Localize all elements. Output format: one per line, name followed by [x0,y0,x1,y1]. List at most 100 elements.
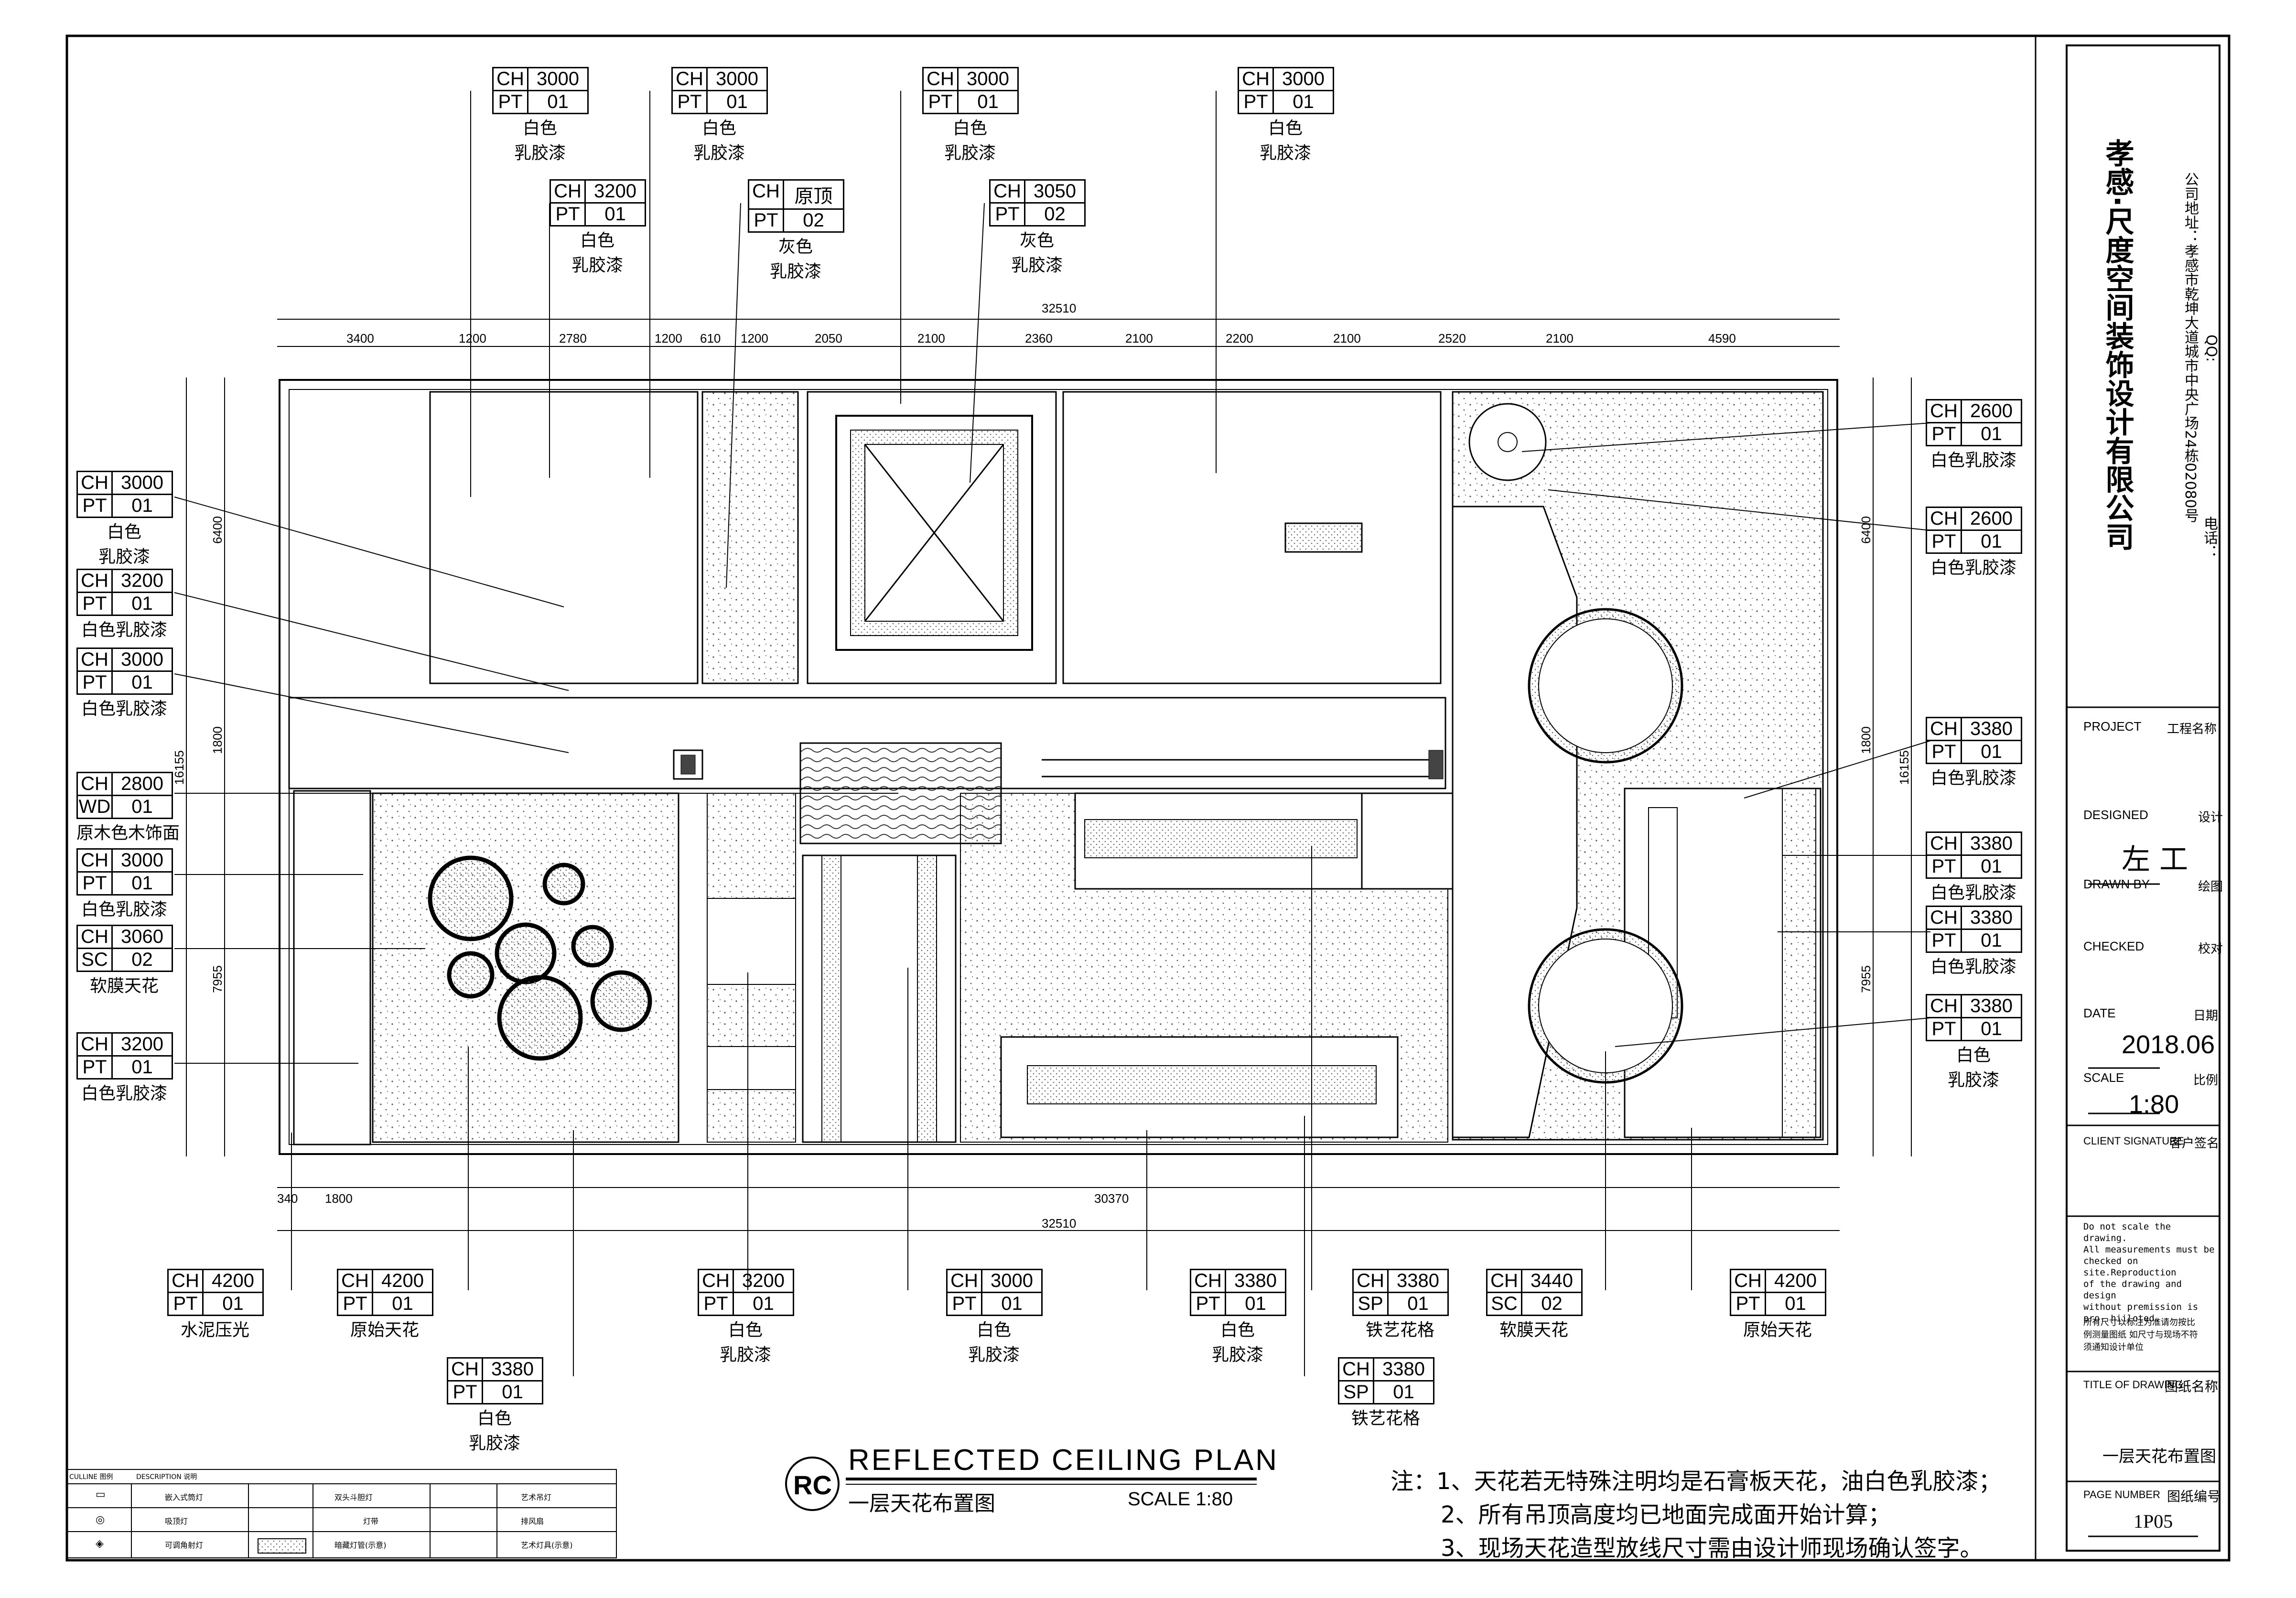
dim-top-8: 2360 [1025,331,1053,346]
dim-top-13: 2100 [1546,331,1574,346]
tag-label-2: 乳胶漆 [1259,143,1311,163]
tag-value-2: 01 [1981,856,2002,877]
dim-top-6: 2050 [815,331,842,346]
dim-left-total: 16155 [172,750,186,785]
designed-cn-label: 设计 [2198,810,2223,825]
tag-code-1: CH [78,773,113,795]
drawing-symbol: RC [793,1470,832,1500]
tag-label-1: 白色 [477,1409,512,1428]
tag-value-2: 01 [392,1293,413,1314]
tag-value-2: 01 [1293,91,1314,112]
tag-value-2: 01 [1981,423,2002,444]
tag-value-2: 01 [1001,1293,1023,1314]
tag-code-2: PT [1927,856,1962,877]
tag-label-2: 乳胶漆 [719,1345,771,1365]
tag-value-1: 3000 [967,68,1009,89]
tag-code-1: CH [551,181,586,202]
company-address: 公司地址：孝感市乾坤大道城市中央广场24栋02080号 [2182,172,2199,523]
dim-top-7: 2100 [917,331,945,346]
tag-value-1: 4200 [1774,1270,1817,1291]
tag-code-2: WD [78,796,113,818]
note-1: 注：1、天花若无特殊注明均是石膏板天花，油白色乳胶漆； [1391,1468,2002,1495]
tag-value-1: 3200 [594,181,636,202]
disclaimer-en: Do not scale the drawing.All measurement… [2083,1221,2215,1324]
tag-value-1: 3000 [991,1270,1033,1291]
tag-value-1: 3000 [121,850,163,871]
date-cn-label: 日期 [2193,1009,2219,1023]
tag-code-2: PT [699,1293,734,1315]
tag-code-1: CH [1339,1359,1374,1380]
tag-code-1: CH [1927,907,1962,929]
tag-code-1: CH [338,1270,373,1292]
tag-value-2: 01 [1981,741,2002,762]
tag-label-1: 水泥压光 [180,1320,249,1340]
page-number-value: 1P05 [2134,1511,2173,1532]
tag-code-2: PT [673,91,708,113]
tag-value-2: 01 [1981,930,2002,951]
legend-symbol-spotlight: ◈ [96,1538,104,1550]
tag-code-2: PT [1191,1293,1226,1315]
tag-value-1: 3000 [1282,68,1325,89]
tag-value-1: 3380 [491,1359,534,1380]
tag-code-2: PT [448,1382,483,1403]
legend-header-desc: DESCRIPTION 说明 [136,1473,197,1481]
tag-value-1: 3200 [742,1270,785,1291]
designer-name: 左 工 [2122,843,2188,876]
tag-label-1: 白色 [1220,1320,1255,1340]
tag-code-2: PT [78,495,113,517]
note-2: 2、所有吊顶高度均已地面完成面开始计算； [1441,1501,1891,1528]
tag-value-2: 01 [1393,1382,1414,1403]
tag-value-1: 3000 [121,472,163,493]
scale-cn-label: 比例 [2193,1073,2219,1088]
tag-label-1: 原始天花 [350,1320,419,1340]
tag-value-2: 02 [1044,204,1066,225]
legend-item-6: 排风扇 [521,1517,544,1526]
tag-code-1: CH [78,570,113,592]
tag-label-1: 白色乳胶漆 [1930,883,2016,903]
tag-label-1: 白色乳胶漆 [1930,768,2016,788]
tag-code-2: PT [1731,1293,1766,1315]
tag-code-2: PT [1927,531,1962,552]
tag-value-1: 原顶 [794,186,833,207]
dim-top-14: 4590 [1708,331,1736,346]
page-number-label: PAGE NUMBER [2083,1489,2160,1501]
dim-left-1: 1800 [210,726,225,754]
project-label: PROJECT [2083,719,2142,734]
tag-code-1: CH [494,68,528,90]
tag-value-2: 01 [1981,531,2002,552]
dim-top-2: 2780 [559,331,587,346]
legend-symbol-ceiling-lamp: ◎ [96,1514,105,1526]
legend-table [66,1469,617,1558]
tag-value-2: 01 [502,1382,523,1403]
tag-code-2: PT [1239,91,1274,113]
dim-right-0: 6400 [1859,516,1873,544]
drawing-title-cn-label: 图纸名称 [2165,1379,2219,1394]
tag-value-2: 01 [1981,1018,2002,1039]
scale-label: SCALE [2083,1070,2124,1085]
legend-item-2: 双头斗胆灯 [334,1493,373,1502]
tag-label-2: 乳胶漆 [514,143,566,163]
tag-code-1: CH [1239,68,1274,90]
legend-item-1: 嵌入式筒灯 [165,1493,204,1502]
tag-code-2: PT [1927,423,1962,445]
tag-value-1: 4200 [212,1270,254,1291]
tag-code-1: CH [699,1270,734,1292]
tag-code-2: PT [169,1293,204,1315]
tag-code-1: CH [673,68,708,90]
tag-code-1: CH [1927,995,1962,1017]
drawing-title-en: REFLECTED CEILING PLAN [848,1444,1279,1477]
dim-left-2: 7955 [210,965,225,993]
